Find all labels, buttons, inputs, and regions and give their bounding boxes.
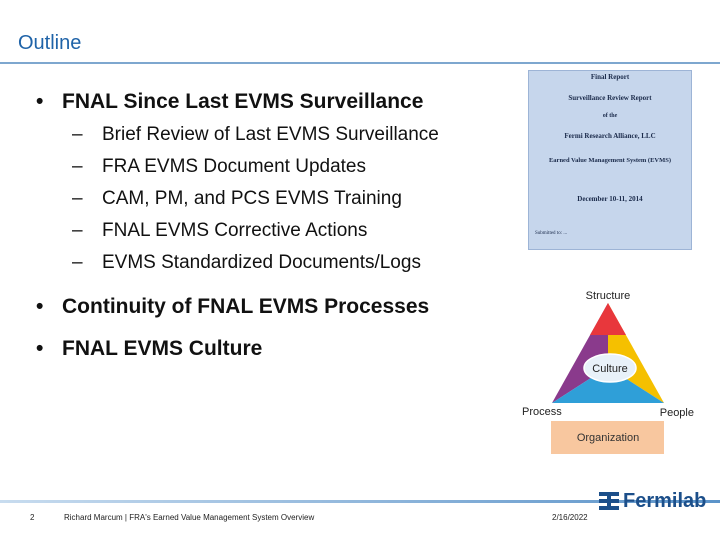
subitem-text: FNAL EVMS Corrective Actions [102, 220, 368, 241]
bullet-dot: • [36, 295, 44, 318]
footer-author: Richard Marcum | FRA's Earned Value Mana… [64, 513, 315, 522]
bullet-continuity: • Continuity of FNAL EVMS Processes [36, 295, 429, 319]
subitem-text: EVMS Standardized Documents/Logs [102, 252, 421, 273]
bullet-fnal-since-last-surveillance: • FNAL Since Last EVMS Surveillance [36, 90, 423, 114]
title-divider [0, 62, 720, 64]
subitem: –FNAL EVMS Corrective Actions [72, 220, 368, 241]
fermilab-logo: Fermilab [598, 489, 706, 513]
report-line: Final Report [590, 73, 630, 81]
slide-title: Outline [18, 32, 82, 54]
subitem-text: CAM, PM, and PCS EVMS Training [102, 188, 402, 209]
bullet-text: FNAL Since Last EVMS Surveillance [62, 90, 424, 113]
report-line: December 10-11, 2014 [577, 195, 643, 203]
report-line: Surveillance Review Report [568, 94, 652, 102]
bullet-text: Continuity of FNAL EVMS Processes [62, 295, 430, 318]
bullet-dot: • [36, 337, 44, 360]
culture-triangle-diagram: Structure Culture Process People Organiz… [522, 290, 694, 454]
subitem: –Brief Review of Last EVMS Surveillance [72, 124, 439, 145]
subitem-text: FRA EVMS Document Updates [102, 156, 366, 177]
culture-ellipse [583, 353, 637, 383]
subitem-text: Brief Review of Last EVMS Surveillance [102, 124, 439, 145]
footer-date: 2/16/2022 [552, 513, 588, 522]
organization-base [551, 421, 664, 454]
subitem: –FRA EVMS Document Updates [72, 156, 366, 177]
page-number: 2 [30, 513, 35, 522]
label-people: People [660, 407, 694, 419]
report-cover-thumbnail: Final Report Surveillance Review Report … [528, 70, 692, 250]
bullet-culture: • FNAL EVMS Culture [36, 337, 262, 361]
report-submitted-note: Submitted to: ... [535, 231, 568, 236]
subitem: –CAM, PM, and PCS EVMS Training [72, 188, 402, 209]
bullet-text: FNAL EVMS Culture [62, 337, 263, 360]
label-culture: Culture [592, 363, 627, 375]
fermilab-logo-text: Fermilab [623, 489, 707, 512]
footer-divider [0, 500, 720, 503]
fermilab-logo-icon [599, 492, 619, 510]
label-structure: Structure [586, 290, 631, 302]
report-line: Earned Value Management System (EVMS) [548, 157, 672, 164]
label-process: Process [522, 406, 562, 418]
report-line: of the [602, 113, 618, 119]
label-organization: Organization [577, 432, 639, 444]
triangle-bottom-segment [552, 367, 664, 403]
bullet-dot: • [36, 90, 44, 113]
subitem: –EVMS Standardized Documents/Logs [72, 252, 421, 273]
report-line: Fermi Research Alliance, LLC [564, 132, 656, 140]
triangle-top-segment [590, 303, 626, 335]
